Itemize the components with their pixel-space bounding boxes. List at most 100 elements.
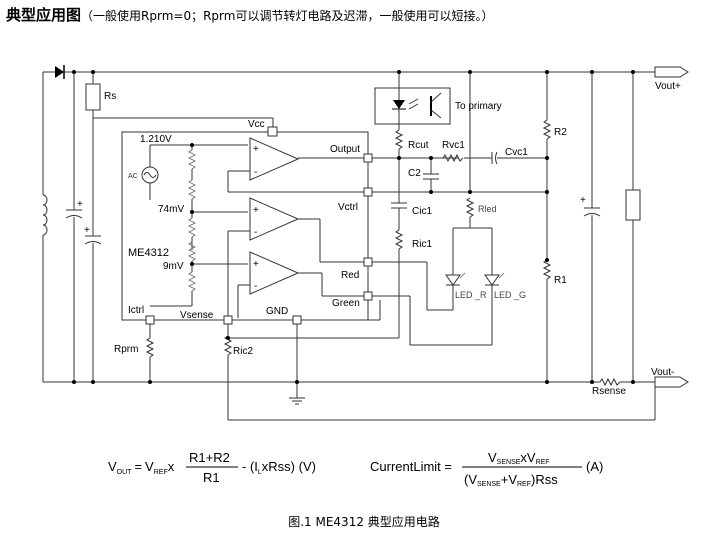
f2-num-x: xV	[520, 450, 536, 465]
ac-source-icon: AC	[128, 166, 159, 184]
vctrl-label: Vctrl	[338, 202, 358, 213]
rled-resistor: Rled	[465, 197, 497, 228]
vout-plus-terminal: Vout+	[654, 66, 689, 92]
vout-minus-terminal: Vout-	[651, 367, 689, 388]
rvc1-resistor: Rvc1	[442, 140, 465, 163]
ref-74-label: 74mV	[158, 204, 184, 215]
pin-vcc: Vcc	[248, 118, 278, 137]
r1-resistor: R1	[542, 259, 567, 382]
junction-dots	[72, 70, 635, 384]
cap2-plus-label: +	[84, 225, 90, 236]
gnd-label: GND	[266, 306, 288, 317]
ocap-plus-label: +	[580, 195, 586, 206]
opamp-1-icon: + -	[249, 137, 300, 181]
f1-vref: V	[145, 459, 154, 474]
rcut-resistor: Rcut	[394, 129, 429, 158]
cic1-cap-icon: Cic1	[391, 158, 432, 230]
input-cap-1-icon: +	[65, 72, 83, 382]
f1-eq: =	[134, 459, 142, 474]
title-main: 典型应用图	[6, 6, 82, 24]
svg-text:- (ILxRss) (V): - (ILxRss) (V)	[242, 459, 316, 476]
optocoupler: To primary	[374, 87, 502, 125]
vout-minus-label: Vout-	[651, 367, 674, 378]
cap1-plus-label: +	[77, 199, 83, 210]
rs-resistor: Rs	[85, 83, 273, 119]
rcut-label: Rcut	[408, 140, 429, 151]
ric1-label: Ric1	[412, 239, 432, 250]
pin-output: Output	[330, 144, 373, 163]
ref-1210-label: 1.210V	[140, 134, 172, 145]
f1-num: R1+R2	[189, 450, 230, 465]
figure-caption: 图.1 ME4312 典型应用电路	[288, 515, 440, 529]
ric2-label: Ric2	[233, 346, 253, 357]
rvc1-label: Rvc1	[442, 140, 465, 151]
ground-icon	[289, 324, 305, 405]
f1-lhs: V	[108, 459, 117, 474]
f2-den-b-sub: REF	[517, 481, 531, 488]
opamp-3-icon: + -	[249, 251, 300, 295]
rprm-label: Rprm	[114, 344, 138, 355]
r1-label: R1	[554, 275, 567, 286]
title-note: （一般使用Rprm=0；Rprm可以调节转灯电路及迟滞，一般使用可以短接。）	[81, 9, 494, 23]
svg-text:VSENSExVREF: VSENSExVREF	[488, 450, 550, 466]
f1-lhs-sub: OUT	[117, 469, 133, 476]
pin-green: Green	[332, 291, 373, 309]
pin-gnd: GND	[266, 306, 302, 325]
pin-ictrl: Ictrl	[128, 305, 155, 325]
load-box	[625, 72, 641, 382]
f1-tail2: xRss) (V)	[262, 459, 316, 474]
led-green-icon: LED _G	[484, 272, 526, 300]
vout-plus-label: Vout+	[655, 81, 681, 92]
f1-times: x	[168, 459, 175, 474]
red-label: Red	[341, 270, 359, 281]
green-label: Green	[332, 298, 360, 309]
ac-label: AC	[128, 173, 138, 180]
rprm-resistor: Rprm	[114, 324, 155, 382]
to-primary-label: To primary	[455, 101, 502, 112]
formula-vout: VOUT=VREFx R1+R2 R1 - (ILxRss) (V)	[108, 450, 316, 485]
op3-minus: -	[254, 281, 257, 292]
r2-label: R2	[554, 127, 567, 138]
f2-den-a-sub: SENSE	[477, 481, 501, 488]
formula-current-limit: CurrentLimit = VSENSExVREF (VSENSE+VREF)…	[370, 450, 603, 488]
rs-label: Rs	[104, 91, 116, 102]
f1-vref-sub: REF	[154, 469, 168, 476]
vsense-label: Vsense	[180, 310, 214, 321]
f2-num-a: V	[488, 450, 497, 465]
ric2-resistor: Ric2	[223, 324, 656, 421]
cic1-label: Cic1	[412, 206, 432, 217]
pin-vsense: Vsense	[180, 310, 233, 325]
rsense-label: Rsense	[592, 386, 626, 397]
f2-num-b-sub: REF	[536, 459, 550, 466]
f2-unit: (A)	[586, 459, 603, 474]
cvc1-label: Cvc1	[505, 147, 528, 158]
led-r-label: LED _R	[455, 290, 487, 300]
output-label: Output	[330, 144, 360, 155]
f1-il-sub: L	[258, 469, 262, 476]
f2-den-open: (V	[464, 472, 477, 487]
r2-resistor: R2	[542, 72, 567, 260]
f2-num-a-sub: SENSE	[497, 459, 521, 466]
opamp-2-icon: + -	[249, 197, 300, 241]
f2-lhs: CurrentLimit =	[370, 459, 452, 474]
ic-me4312: ME4312	[121, 131, 369, 321]
led-g-label: LED _G	[494, 290, 526, 300]
f2-den-close: )Rss	[531, 472, 558, 487]
chip-label: ME4312	[128, 247, 169, 259]
input-diode-icon	[55, 65, 65, 79]
ric1-resistor: Ric1	[394, 229, 432, 262]
ictrl-label: Ictrl	[128, 305, 144, 316]
transformer-coil-icon	[42, 194, 48, 236]
ref-9-label: 9mV	[163, 261, 184, 272]
c2-label: C2	[408, 168, 421, 179]
cvc1-cap-icon: Cvc1	[491, 147, 528, 165]
op1-plus: +	[253, 144, 259, 155]
output-cap-icon: +	[580, 72, 601, 382]
pin-red: Red	[341, 257, 373, 281]
f1-tail: - (I	[242, 459, 258, 474]
op3-plus: +	[253, 259, 259, 270]
op2-minus: -	[254, 227, 257, 238]
vcc-label: Vcc	[248, 119, 265, 130]
c2-cap-icon: C2	[408, 158, 439, 192]
